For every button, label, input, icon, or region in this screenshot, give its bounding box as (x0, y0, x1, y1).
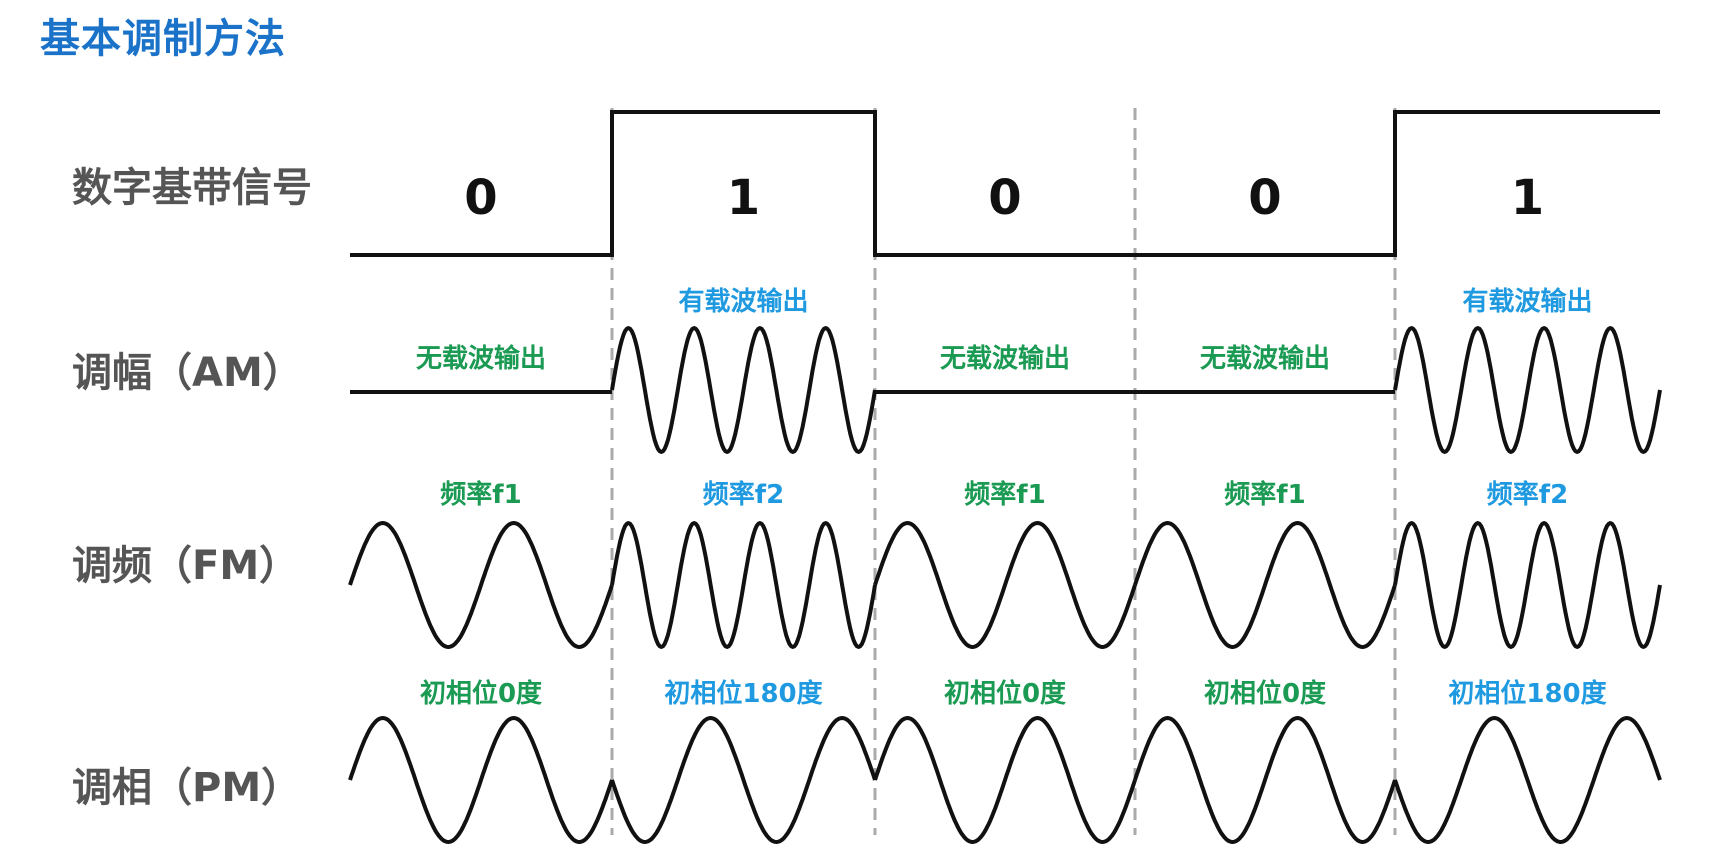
fm-annotation: 频率f2 (1487, 479, 1568, 510)
pm-180-segment (610, 716, 877, 844)
am-annotation: 有载波输出 (678, 286, 808, 317)
am-annotation: 无载波输出 (416, 343, 546, 374)
bit-label: 1 (1511, 170, 1544, 226)
am-annotation: 无载波输出 (940, 343, 1070, 374)
pm-annotation: 初相位0度 (1204, 678, 1326, 709)
bit-label: 0 (988, 170, 1021, 226)
fm-f2-segment (610, 521, 877, 649)
bit-labels: 0 1 0 0 1 (464, 170, 1544, 226)
fm-annotation: 频率f1 (1224, 479, 1305, 510)
fm-wave (348, 521, 1662, 649)
bit-label: 1 (727, 170, 760, 226)
pm-wave (348, 716, 1662, 844)
pm-annotation: 初相位180度 (1448, 678, 1606, 709)
am-annotation: 有载波输出 (1462, 286, 1592, 317)
digital-square-wave (350, 110, 1660, 257)
row-label-pm: 调相（PM） (72, 765, 302, 811)
fm-annotations: 频率f1 频率f2 频率f1 频率f1 频率f2 (440, 479, 1568, 510)
pm-annotations: 初相位0度 初相位180度 初相位0度 初相位0度 初相位180度 (420, 678, 1607, 709)
pm-annotation: 初相位0度 (944, 678, 1066, 709)
row-label-digital-baseband: 数字基带信号 (72, 165, 312, 211)
bit-label: 0 (1248, 170, 1281, 226)
fm-f2-segment (1393, 521, 1662, 649)
bit-label: 0 (464, 170, 497, 226)
pm-180-segment (1393, 716, 1662, 844)
fm-f1-segment (348, 521, 614, 649)
fm-annotation: 频率f1 (440, 479, 521, 510)
row-label-fm: 调频（FM） (72, 543, 300, 589)
am-annotation: 无载波输出 (1200, 343, 1330, 374)
digital-baseband-wave (350, 110, 1660, 257)
fm-annotation: 频率f2 (703, 479, 784, 510)
pm-annotation: 初相位180度 (664, 678, 822, 709)
row-label-am: 调幅（AM） (72, 350, 303, 396)
pm-0-segment (348, 716, 614, 844)
am-wave (350, 326, 1662, 454)
pm-0-segment (1133, 716, 1397, 844)
am-carrier-segment (610, 326, 877, 454)
pm-annotation: 初相位0度 (420, 678, 542, 709)
page-title: 基本调制方法 (40, 16, 286, 62)
fm-f1-segment (1133, 521, 1397, 649)
fm-annotation: 频率f1 (964, 479, 1045, 510)
pm-0-segment (873, 716, 1137, 844)
fm-f1-segment (873, 521, 1137, 649)
am-carrier-segment (1393, 326, 1662, 454)
